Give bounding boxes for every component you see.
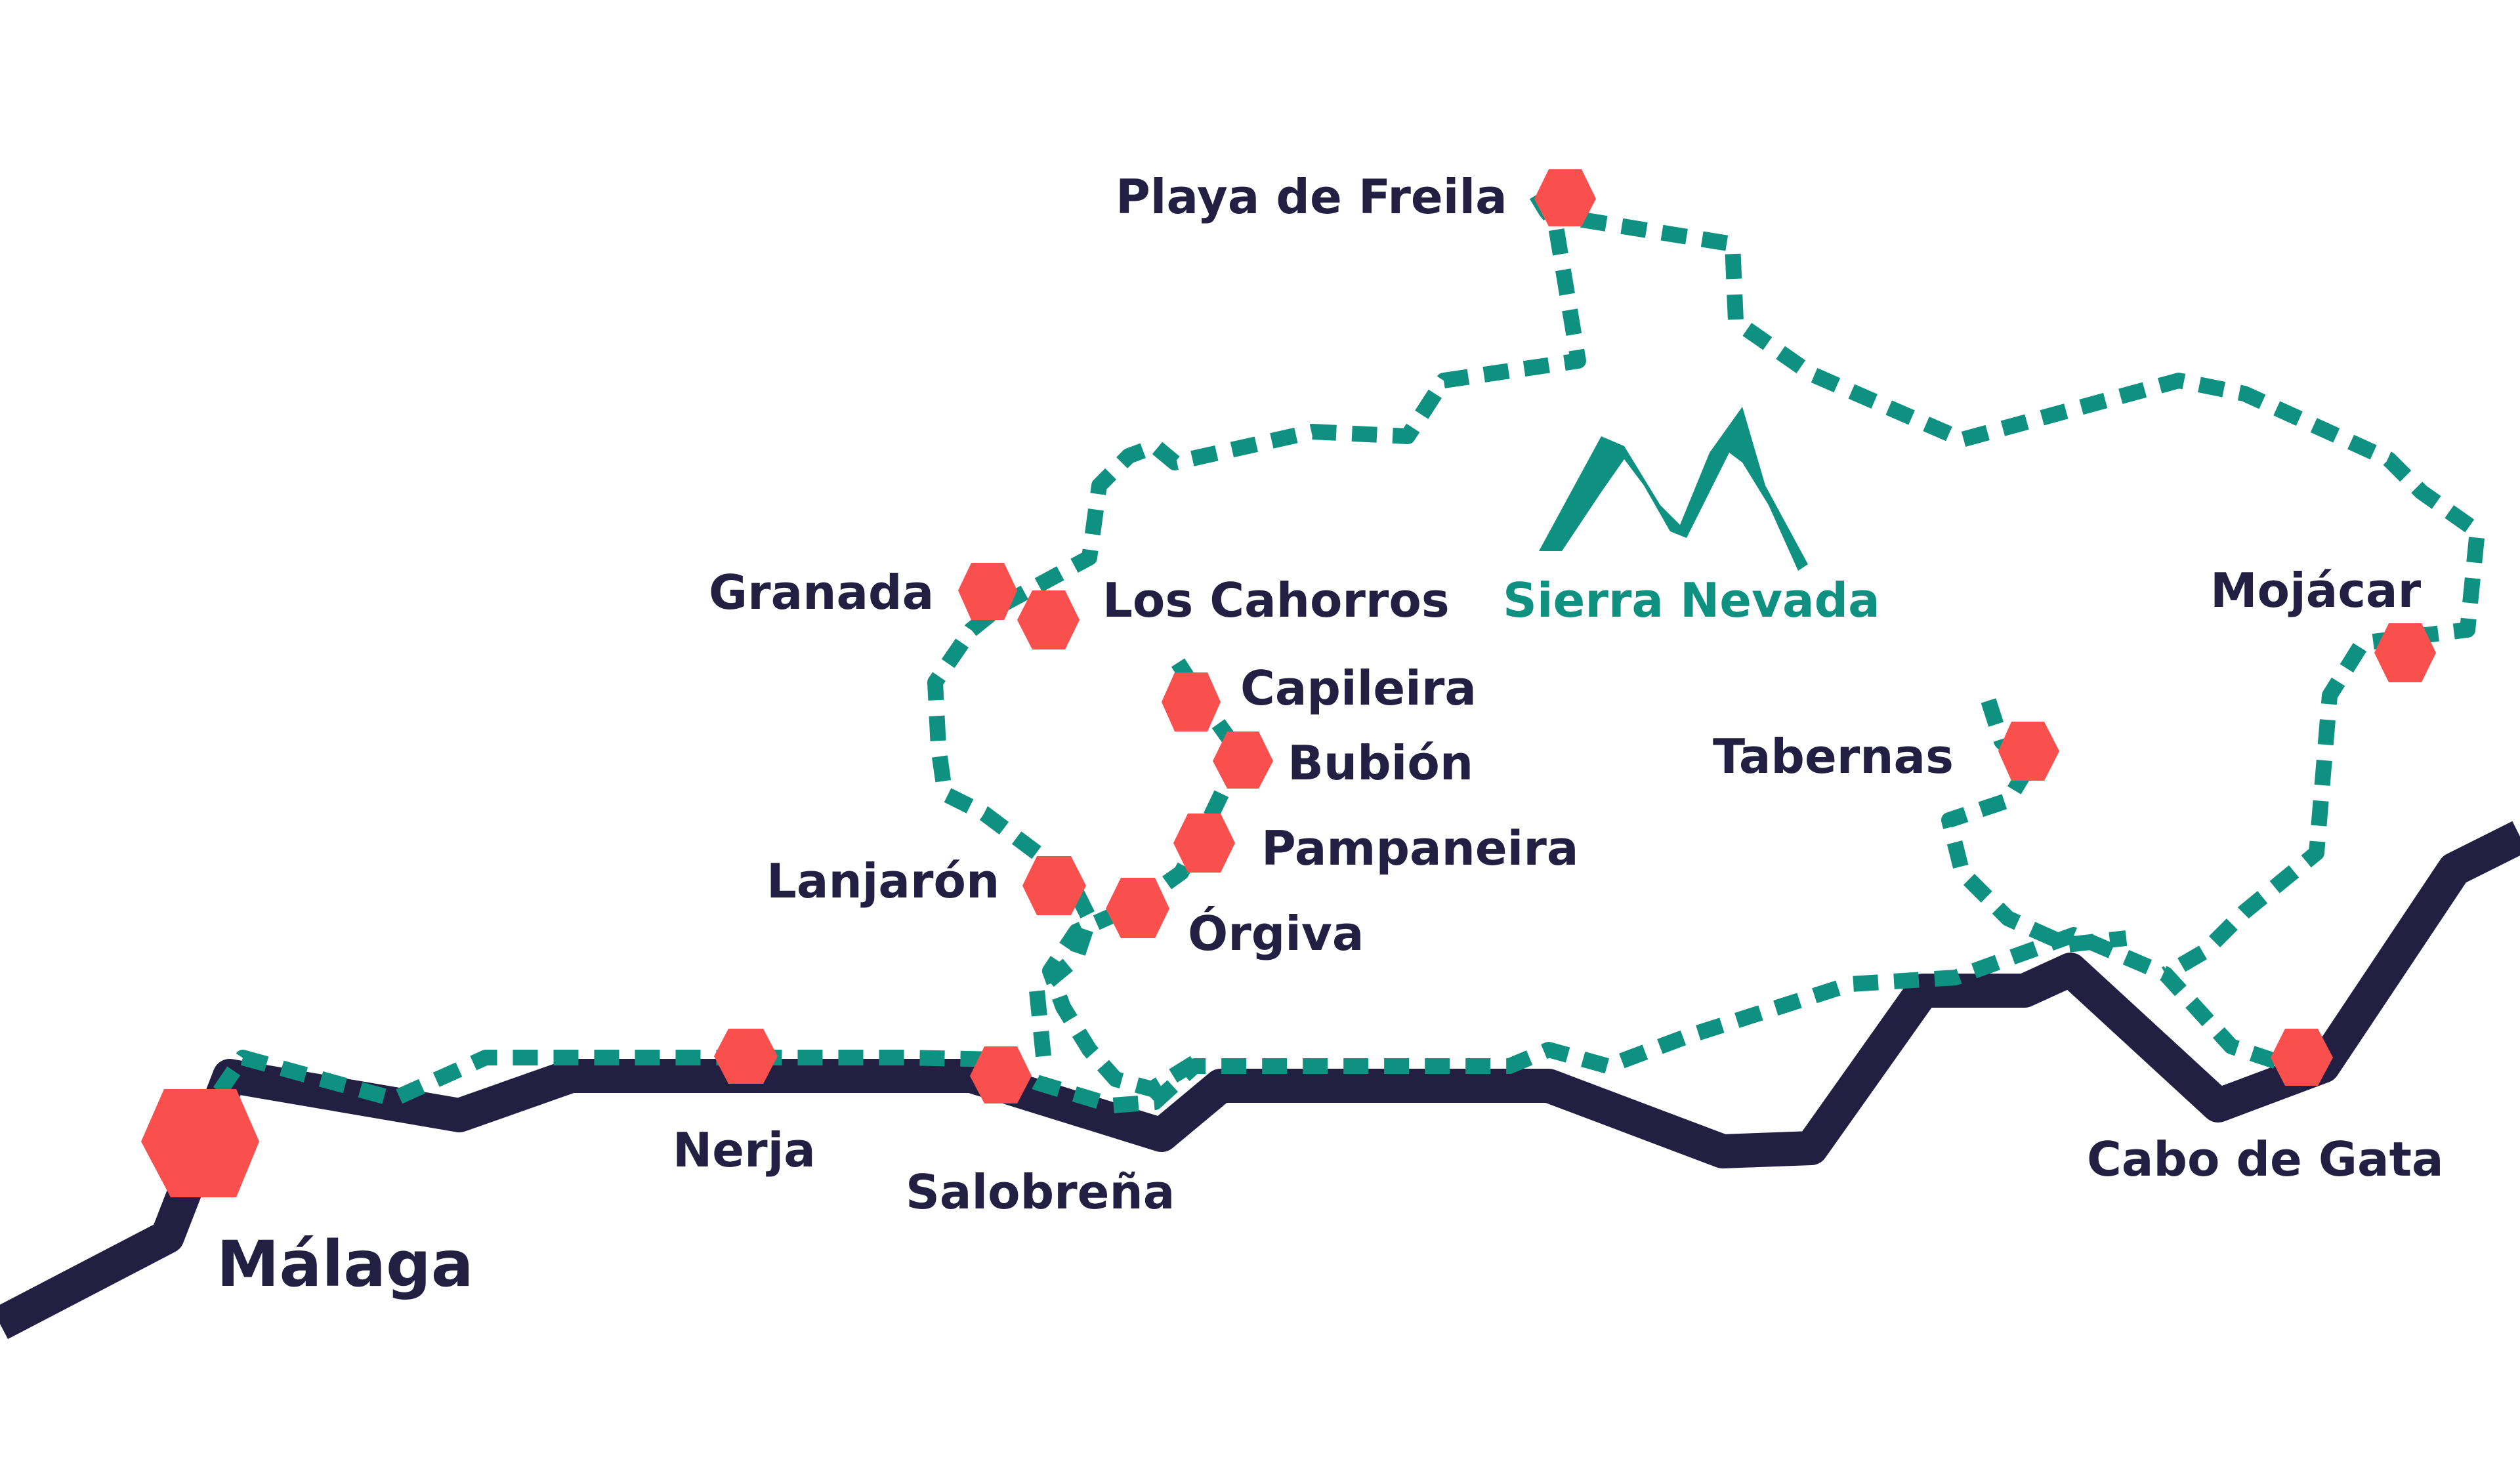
marker-tabernas — [1998, 722, 2059, 781]
marker-granada — [958, 563, 1017, 620]
marker-mojacar — [2374, 623, 2436, 682]
route-lines — [190, 186, 2485, 1130]
marker-lanjaron — [1022, 856, 1086, 915]
coastal-route — [190, 927, 2293, 1130]
label-bubion: Bubión — [1288, 735, 1473, 791]
marker-pampaneira — [1173, 814, 1235, 873]
label-cabo-de-gata: Cabo de Gata — [2087, 1132, 2444, 1187]
label-tabernas: Tabernas — [1713, 729, 1954, 784]
marker-malaga — [141, 1089, 259, 1197]
label-malaga: Málaga — [217, 1227, 474, 1301]
coast-road — [0, 821, 2520, 1340]
western-loop-route — [927, 186, 2485, 1058]
place-markers — [141, 169, 2436, 1197]
label-mojacar: Mojácar — [2210, 563, 2422, 618]
marker-capileira — [1162, 672, 1221, 732]
label-pampaneira: Pampaneira — [1261, 821, 1578, 876]
marker-cabo-de-gata — [2271, 1029, 2333, 1086]
label-playa-de-freila: Playa de Freila — [1116, 169, 1507, 224]
label-lanjaron: Lanjarón — [766, 854, 999, 909]
label-los-cahorros: Los Cahorros — [1102, 573, 1450, 628]
marker-playa-de-freila — [1534, 169, 1596, 226]
label-orgiva: Órgiva — [1188, 906, 1364, 961]
marker-los-cahorros — [1017, 590, 1080, 649]
label-granada: Granada — [709, 565, 934, 620]
label-salobrena: Salobreña — [906, 1164, 1175, 1220]
mountain-icon — [1539, 407, 1808, 571]
marker-salobrena — [970, 1046, 1032, 1103]
marker-orgiva — [1106, 878, 1169, 938]
label-sierra-nevada: Sierra Nevada — [1503, 573, 1880, 628]
label-nerja: Nerja — [673, 1123, 816, 1178]
label-capileira: Capileira — [1240, 661, 1477, 716]
marker-bubion — [1213, 732, 1273, 789]
alpujarras-route — [1042, 658, 1248, 1097]
marker-nerja — [714, 1029, 778, 1084]
